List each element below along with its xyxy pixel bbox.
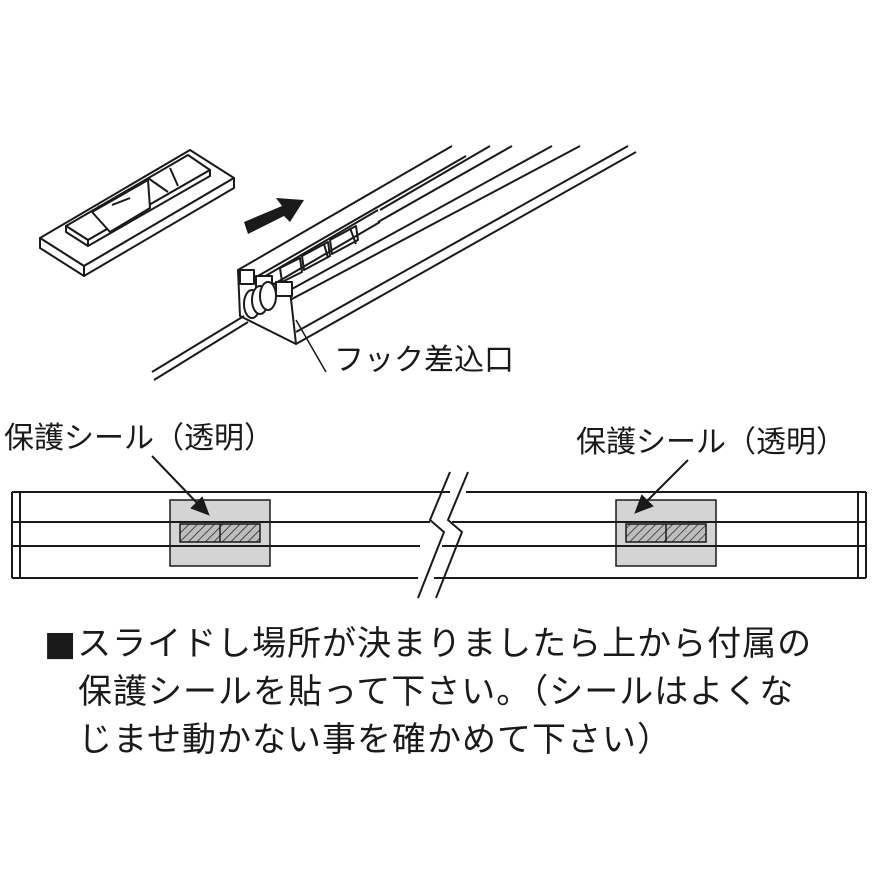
note-line-1: ■スライドし場所が決まりましたら上から付属の [44, 624, 813, 664]
instruction-note: ■スライドし場所が決まりましたら上から付属の 保護シールを貼って下さい。（シール… [44, 620, 864, 764]
bullet-square: ■ [44, 624, 78, 664]
hook-piece [39, 149, 235, 277]
insert-arrow [244, 198, 304, 234]
rail-flat [11, 471, 867, 599]
hook-slot-label: フック差込口 [334, 343, 514, 378]
note-line-2: 保護シールを貼って下さい。（シールはよくな [78, 672, 795, 712]
seal-left [169, 499, 271, 567]
seal-right [615, 499, 717, 567]
rail-isometric [151, 145, 637, 381]
seal-leaders [151, 455, 689, 516]
seal-right-label: 保護シール（透明） [576, 425, 846, 460]
seal-left-label: 保護シール（透明） [4, 421, 274, 456]
note-line-3: じませ動かない事を確かめて下さい） [78, 720, 672, 760]
